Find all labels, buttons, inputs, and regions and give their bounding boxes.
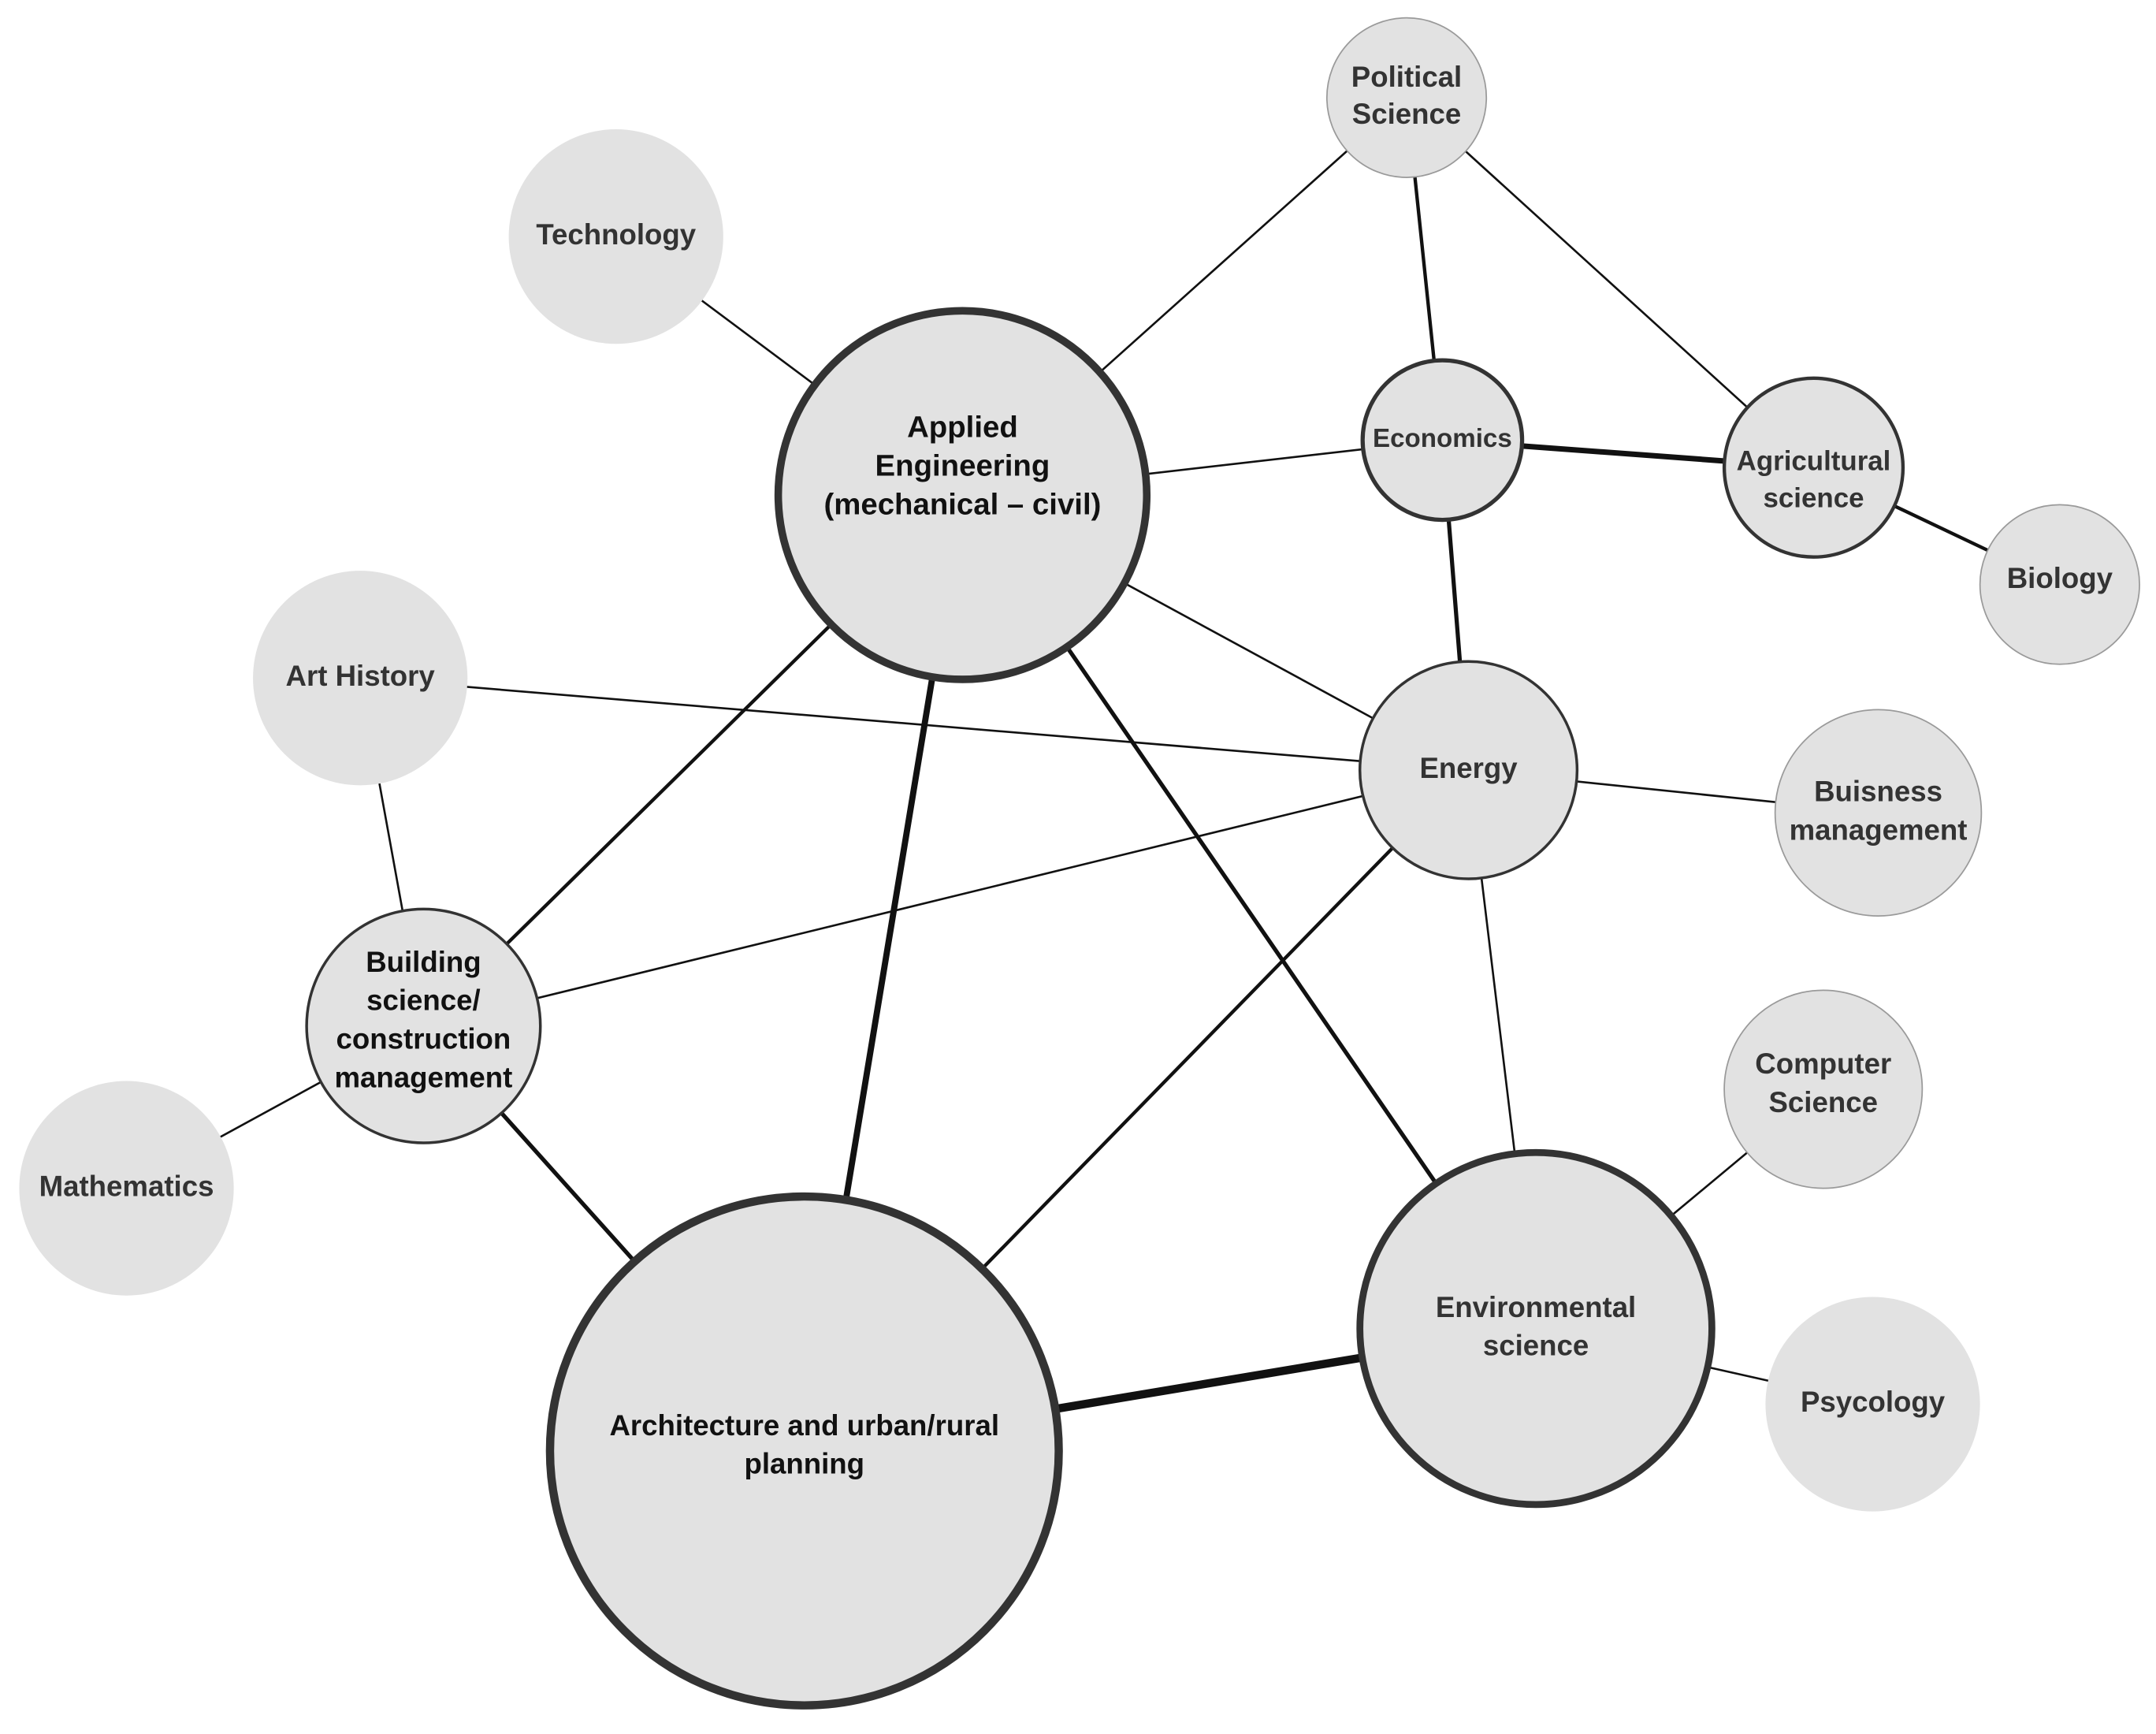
- node-circle-business-management: [1774, 709, 1983, 917]
- node-psychology: Psycology: [1765, 1297, 1980, 1512]
- node-circle-computer-science: [1723, 989, 1924, 1189]
- node-environmental-science: Environmental science: [1356, 1148, 1716, 1509]
- connections: [125, 95, 2062, 1456]
- edge-political-science-agricultural-science: [1405, 96, 1815, 469]
- node-economics: Economics: [1360, 358, 1525, 523]
- node-label-mathematics-line-0: Mathematics: [39, 1170, 214, 1202]
- node-label-architecture-line-1: planning: [744, 1448, 864, 1480]
- node-circle-architecture: [545, 1192, 1063, 1710]
- node-label-business-management-line-0: Buisness: [1814, 775, 1942, 807]
- node-business-management: Buisness management: [1774, 709, 1983, 917]
- node-label-economics-line-0: Economics: [1373, 424, 1512, 453]
- node-label-applied-engineering-line-1: Engineering: [875, 448, 1050, 482]
- node-circle-agricultural-science: [1722, 376, 1905, 559]
- node-circle-technology: [508, 129, 723, 344]
- node-circle-energy: [1358, 660, 1579, 880]
- node-label-agricultural-science-line-1: science: [1764, 482, 1864, 513]
- node-circle-environmental-science: [1356, 1148, 1716, 1509]
- node-biology: Biology: [1979, 504, 2140, 665]
- node-label-applied-engineering-line-2: (mechanical – civil): [823, 487, 1101, 521]
- node-label-building-science-line-3: management: [334, 1061, 512, 1093]
- node-label-applied-engineering-line-0: Applied: [907, 411, 1018, 445]
- node-agricultural-science: Agricultural science: [1722, 376, 1905, 559]
- node-circle-art-history: [253, 571, 468, 786]
- node-label-environmental-science-line-1: science: [1483, 1330, 1589, 1362]
- node-label-building-science-line-2: construction: [336, 1023, 511, 1055]
- node-label-political-science-line-0: Political: [1351, 61, 1462, 93]
- node-label-computer-science-line-0: Computer: [1755, 1047, 1891, 1080]
- node-technology: Technology: [508, 129, 723, 344]
- node-label-energy-line-0: Energy: [1419, 752, 1518, 784]
- node-label-architecture-line-0: Architecture and urban/rural: [609, 1409, 999, 1442]
- node-energy: Energy: [1358, 660, 1579, 880]
- node-circle-economics: [1360, 358, 1525, 523]
- node-label-environmental-science-line-0: Environmental: [1436, 1291, 1636, 1323]
- node-label-building-science-line-0: Building: [366, 946, 481, 978]
- node-label-agricultural-science-line-0: Agricultural: [1737, 445, 1891, 476]
- node-label-political-science-line-1: Science: [1352, 98, 1461, 130]
- node-label-computer-science-line-1: Science: [1769, 1086, 1878, 1118]
- node-art-history: Art History: [253, 571, 468, 786]
- node-label-psychology-line-0: Psycology: [1801, 1386, 1946, 1418]
- node-architecture: Architecture and urban/rural planning: [545, 1192, 1063, 1710]
- edge-energy-art-history: [359, 676, 1470, 772]
- node-circle-psychology: [1765, 1297, 1980, 1512]
- node-label-technology-line-0: Technology: [536, 218, 696, 251]
- node-circle-applied-engineering: [774, 307, 1151, 683]
- node-label-art-history-line-0: Art History: [286, 660, 436, 692]
- edge-energy-building-science: [422, 768, 1470, 1028]
- node-label-business-management-line-1: management: [1790, 813, 1968, 846]
- node-circle-building-science: [305, 907, 542, 1144]
- node-circle-biology: [1979, 504, 2140, 665]
- node-label-biology-line-0: Biology: [2007, 562, 2113, 594]
- node-mathematics: Mathematics: [19, 1081, 234, 1296]
- node-circle-political-science: [1325, 17, 1488, 178]
- node-label-building-science-line-1: science/: [366, 984, 481, 1017]
- node-circle-mathematics: [19, 1081, 234, 1296]
- node-building-science: Building science/construction management: [305, 907, 542, 1144]
